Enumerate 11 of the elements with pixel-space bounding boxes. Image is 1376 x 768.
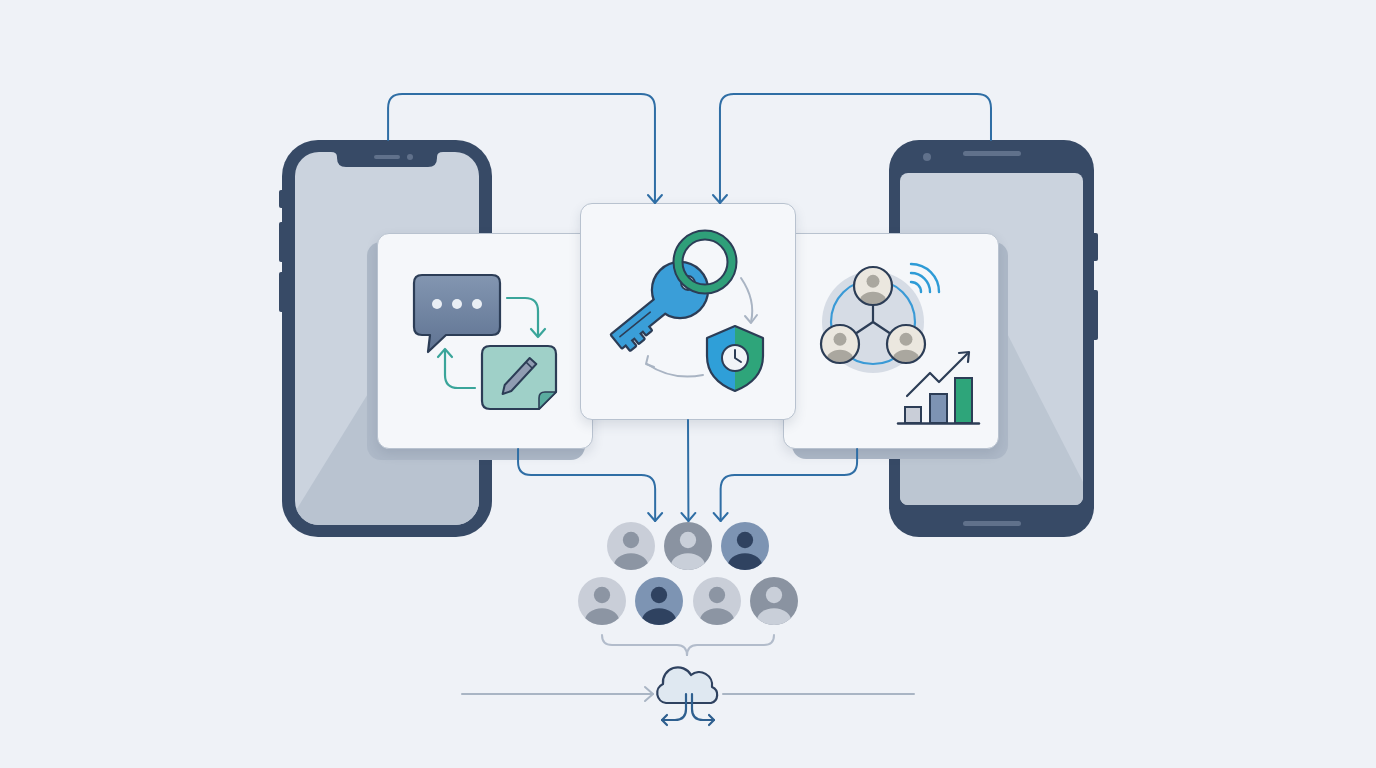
feature-card — [377, 233, 593, 449]
avatar-group-icon — [577, 521, 799, 626]
arrow — [517, 448, 664, 522]
arrow — [712, 448, 859, 522]
arrow — [711, 93, 992, 204]
connector-line — [722, 693, 915, 695]
feature-card — [783, 233, 999, 449]
arrow — [461, 686, 654, 702]
arrow — [680, 419, 697, 522]
feature-card — [580, 203, 796, 420]
arrow — [387, 93, 663, 204]
